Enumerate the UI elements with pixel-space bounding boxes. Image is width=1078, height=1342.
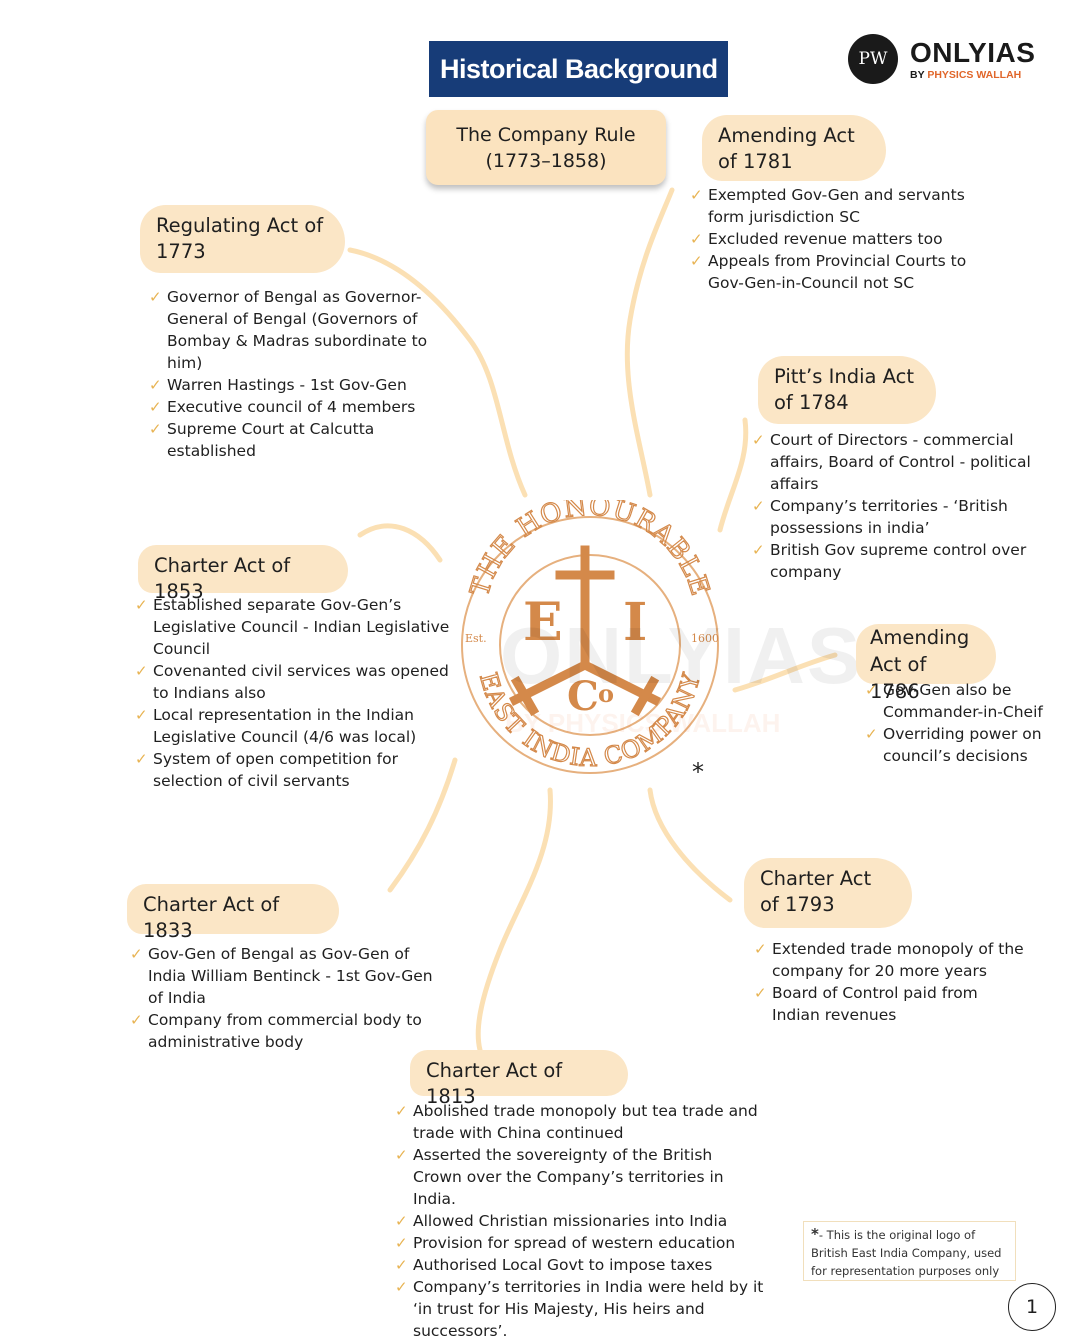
list-item: ✓Supreme Court at Calcutta established: [149, 420, 375, 460]
check-icon: ✓: [135, 662, 148, 680]
check-icon: ✓: [130, 945, 143, 963]
list-item: ✓Covenanted civil services was opened to…: [135, 662, 449, 702]
check-icon: ✓: [395, 1256, 408, 1274]
check-icon: ✓: [690, 230, 703, 248]
list-item: ✓Asserted the sovereignty of the British…: [395, 1146, 724, 1208]
act-points-1833: ✓Gov-Gen of Bengal as Gov-Gen of India W…: [130, 943, 450, 1053]
act-title-1781: Amending Act of 1781: [702, 115, 886, 181]
check-icon: ✓: [135, 596, 148, 614]
list-item: ✓Established separate Gov-Gen’s Legislat…: [135, 596, 450, 658]
check-icon: ✓: [752, 497, 765, 515]
brand-sub-name: PHYSICS WALLAH: [927, 69, 1022, 81]
check-icon: ✓: [130, 1011, 143, 1029]
watermark-sub: BY PHYSICS WALLAH: [505, 708, 781, 738]
brand-subtitle: BY PHYSICS WALLAH: [910, 69, 1021, 81]
check-icon: ✓: [865, 725, 878, 743]
pw-logo-icon: PW: [848, 34, 898, 84]
list-item: ✓Warren Hastings - 1st Gov-Gen: [149, 376, 407, 394]
check-icon: ✓: [395, 1278, 408, 1296]
page-number: 1: [1008, 1283, 1056, 1331]
check-icon: ✓: [149, 288, 162, 306]
note-text: - This is the original logo of British E…: [811, 1228, 1002, 1278]
act-title-1786: Amending Act of 1786: [856, 624, 996, 703]
list-item: ✓Overriding power on council’s decisions: [865, 725, 1042, 765]
check-icon: ✓: [690, 252, 703, 270]
cross-icon: [508, 545, 662, 717]
check-icon: ✓: [752, 541, 765, 559]
check-icon: ✓: [149, 420, 162, 438]
list-item: ✓Exempted Gov-Gen and servants form juri…: [690, 186, 965, 226]
asterisk-mark: *: [692, 758, 704, 786]
act-title-1833: Charter Act of 1833: [127, 884, 339, 942]
list-item: ✓Extended trade monopoly of the company …: [754, 940, 1024, 980]
act-title-1853: Charter Act of 1853: [138, 545, 348, 603]
act-points-1784: ✓Court of Directors - commercial affairs…: [752, 429, 1042, 583]
list-item: ✓British Gov supreme control over compan…: [752, 541, 1027, 581]
check-icon: ✓: [395, 1234, 408, 1252]
check-icon: ✓: [395, 1146, 408, 1164]
list-item: ✓Allowed Christian missionaries into Ind…: [395, 1212, 728, 1230]
list-item: ✓Gov-Gen of Bengal as Gov-Gen of India W…: [130, 945, 433, 1007]
check-icon: ✓: [395, 1102, 408, 1120]
check-icon: ✓: [752, 431, 765, 449]
list-item: ✓Local representation in the Indian Legi…: [135, 706, 417, 746]
emblem-est: Est.: [465, 632, 487, 645]
list-item: ✓Court of Directors - commercial affairs…: [752, 431, 1031, 493]
check-icon: ✓: [135, 706, 148, 724]
list-item: ✓Board of Control paid from Indian reven…: [754, 984, 978, 1024]
list-item: ✓Provision for spread of western educati…: [395, 1234, 736, 1252]
act-points-1813: ✓Abolished trade monopoly but tea trade …: [395, 1100, 765, 1342]
act-title-1813: Charter Act of 1813: [410, 1050, 628, 1108]
act-points-1793: ✓Extended trade monopoly of the company …: [754, 938, 1029, 1026]
act-title-1773: Regulating Act of 1773: [140, 205, 345, 273]
check-icon: ✓: [149, 376, 162, 394]
brand-sub-prefix: BY: [910, 69, 928, 81]
act-points-1786: ✓Gov-Gen also be Commander-in-Cheif ✓Ove…: [865, 679, 1045, 767]
check-icon: ✓: [395, 1212, 408, 1230]
list-item: ✓Authorised Local Govt to impose taxes: [395, 1256, 713, 1274]
list-item: ✓Company from commercial body to adminis…: [130, 1011, 422, 1051]
note-star: *: [811, 1225, 819, 1243]
check-icon: ✓: [135, 750, 148, 768]
list-item: ✓Company’s territories in India were hel…: [395, 1278, 764, 1340]
company-rule-period: (1773–1858): [485, 149, 607, 172]
check-icon: ✓: [690, 186, 703, 204]
act-points-1781: ✓Exempted Gov-Gen and servants form juri…: [690, 184, 980, 294]
east-india-company-emblem: THE HONOURABLE EAST INDIA COMPANY Est. 1…: [461, 500, 719, 774]
emblem-top-text: THE HONOURABLE: [465, 500, 715, 600]
list-item: ✓Gov-Gen also be Commander-in-Cheif: [865, 681, 1043, 721]
emblem-letter-c: C: [567, 673, 599, 720]
page-title: Historical Background: [429, 41, 728, 97]
act-points-1773: ✓Governor of Bengal as Governor-General …: [149, 286, 454, 462]
list-item: ✓Governor of Bengal as Governor-General …: [149, 288, 428, 372]
check-icon: ✓: [754, 940, 767, 958]
check-icon: ✓: [149, 398, 162, 416]
list-item: ✓Excluded revenue matters too: [690, 230, 943, 248]
check-icon: ✓: [865, 681, 878, 699]
brand-name: ONLYIAS: [910, 37, 1036, 68]
list-item: ✓Executive council of 4 members: [149, 398, 416, 416]
list-item: ✓Company’s territories - ‘British posses…: [752, 497, 1008, 537]
emblem-letter-o: o: [598, 679, 614, 708]
check-icon: ✓: [754, 984, 767, 1002]
company-rule-label: The Company Rule: [456, 123, 636, 146]
company-rule-box: The Company Rule (1773–1858): [426, 110, 666, 185]
list-item: ✓Appeals from Provincial Courts to Gov-G…: [690, 252, 967, 292]
watermark-brand: ONLYIAS: [500, 611, 863, 700]
logo-note: *- This is the original logo of British …: [803, 1221, 1016, 1281]
emblem-year: 1600: [691, 632, 719, 645]
act-title-1793: Charter Act of 1793: [744, 858, 912, 928]
act-title-1784: Pitt’s India Act of 1784: [758, 356, 936, 424]
list-item: ✓Abolished trade monopoly but tea trade …: [395, 1102, 758, 1142]
act-points-1853: ✓Established separate Gov-Gen’s Legislat…: [135, 594, 453, 792]
brand-logo: PW ONLYIAS BY PHYSICS WALLAH: [848, 34, 1038, 86]
emblem-letter-e: E: [523, 592, 563, 653]
list-item: ✓System of open competition for selectio…: [135, 750, 398, 790]
emblem-letter-i: I: [623, 592, 647, 653]
